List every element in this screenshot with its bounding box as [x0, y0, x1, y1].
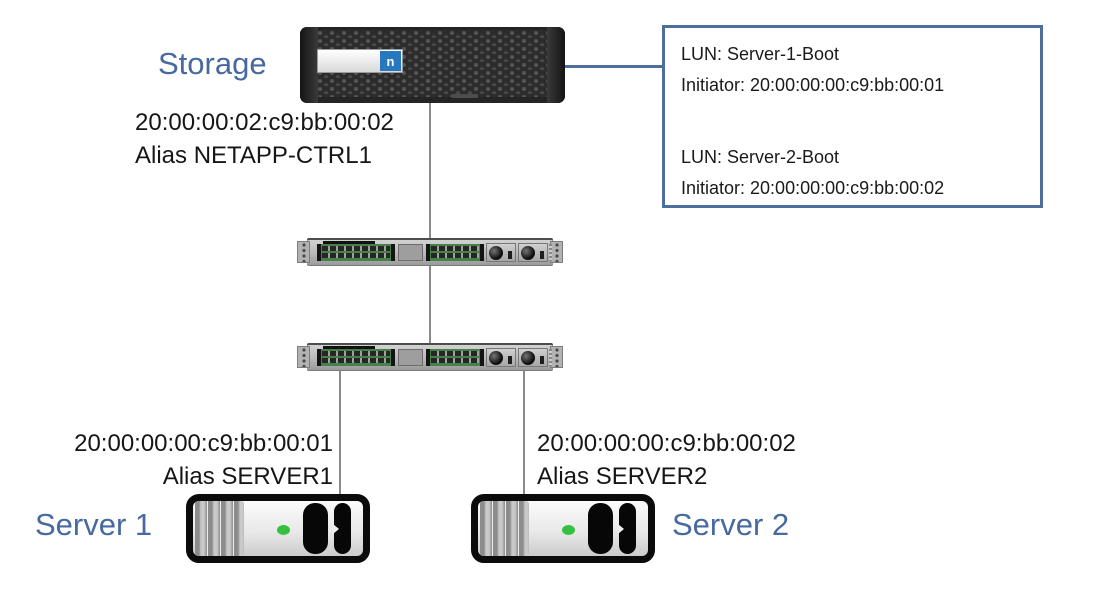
psu-fan-icon — [489, 351, 503, 365]
connector-storage-to-switches — [429, 101, 431, 358]
switch-rack-ear-left — [297, 241, 310, 263]
server1-alias: Alias SERVER1 — [162, 463, 333, 490]
server-power-led — [277, 525, 290, 535]
switch-psu-1 — [486, 348, 516, 367]
switch-port-module-right — [426, 244, 484, 261]
switch-port-module-left — [317, 349, 395, 366]
switch-vent-grille — [549, 244, 552, 261]
callout-lun-1: LUN: Server-1-Boot — [681, 44, 840, 64]
server1-wwpn-block: 20:00:00:00:c9:bb:00:01 Alias SERVER1 — [40, 427, 333, 493]
storage-brand-mark — [452, 94, 478, 98]
storage-wwpn: 20:00:00:02:c9:bb:00:02 — [135, 109, 394, 136]
storage-label-strip: n — [317, 49, 403, 73]
switch-mgmt-module — [398, 349, 423, 366]
server-psu-bay-2 — [333, 503, 351, 554]
lun-mapping-callout: LUN: Server-1-Boot Initiator: 20:00:00:0… — [662, 25, 1043, 208]
connector-storage-to-callout — [563, 65, 663, 68]
storage-alias: Alias NETAPP-CTRL1 — [135, 142, 372, 169]
server1-wwpn: 20:00:00:00:c9:bb:00:01 — [74, 430, 333, 457]
switch-psu-2 — [518, 348, 548, 367]
storage-bezel-right — [547, 27, 565, 103]
switch-top-bar — [323, 241, 375, 244]
switch-port-module-right — [426, 349, 484, 366]
connector-switch-to-server2 — [523, 358, 525, 498]
server1-label: Server 1 — [35, 507, 153, 542]
switch-mgmt-module — [398, 244, 423, 261]
switch-vent-grille — [549, 349, 552, 366]
server-psu-bay-1 — [588, 503, 613, 554]
switch-rack-ear-left — [297, 346, 310, 368]
switch-psu-2 — [518, 243, 548, 262]
psu-fan-icon — [521, 246, 535, 260]
callout-initiator-1: Initiator: 20:00:00:00:c9:bb:00:01 — [681, 75, 945, 95]
callout-lun-2: LUN: Server-2-Boot — [681, 147, 840, 167]
server-power-led — [562, 525, 575, 535]
server2-image — [471, 494, 655, 563]
callout-spacer — [681, 101, 1024, 142]
server-psu-bay-2 — [618, 503, 636, 554]
server-drive-bays — [480, 501, 529, 556]
fc-switch-2-image — [297, 343, 563, 371]
storage-array-image: n — [300, 27, 565, 103]
server2-label: Server 2 — [672, 507, 790, 542]
fc-switch-1-image — [297, 238, 563, 266]
switch-psu-1 — [486, 243, 516, 262]
server2-alias: Alias SERVER2 — [537, 463, 708, 490]
psu-fan-icon — [489, 246, 503, 260]
storage-wwpn-block: 20:00:00:02:c9:bb:00:02 Alias NETAPP-CTR… — [135, 106, 394, 172]
netapp-logo-icon: n — [380, 51, 401, 71]
storage-label: Storage — [158, 46, 267, 81]
server-drive-bays — [195, 501, 244, 556]
server1-image — [186, 494, 370, 563]
storage-mesh-grille — [317, 30, 548, 97]
server2-wwpn: 20:00:00:00:c9:bb:00:02 — [537, 430, 796, 457]
psu-fan-icon — [521, 351, 535, 365]
server-psu-bay-1 — [303, 503, 328, 554]
switch-top-bar — [323, 346, 375, 349]
storage-bezel-left — [300, 27, 318, 103]
server2-wwpn-block: 20:00:00:00:c9:bb:00:02 Alias SERVER2 — [537, 427, 796, 493]
connector-switch-to-server1 — [339, 358, 341, 498]
callout-initiator-2: Initiator: 20:00:00:00:c9:bb:00:02 — [681, 178, 945, 198]
switch-port-module-left — [317, 244, 395, 261]
